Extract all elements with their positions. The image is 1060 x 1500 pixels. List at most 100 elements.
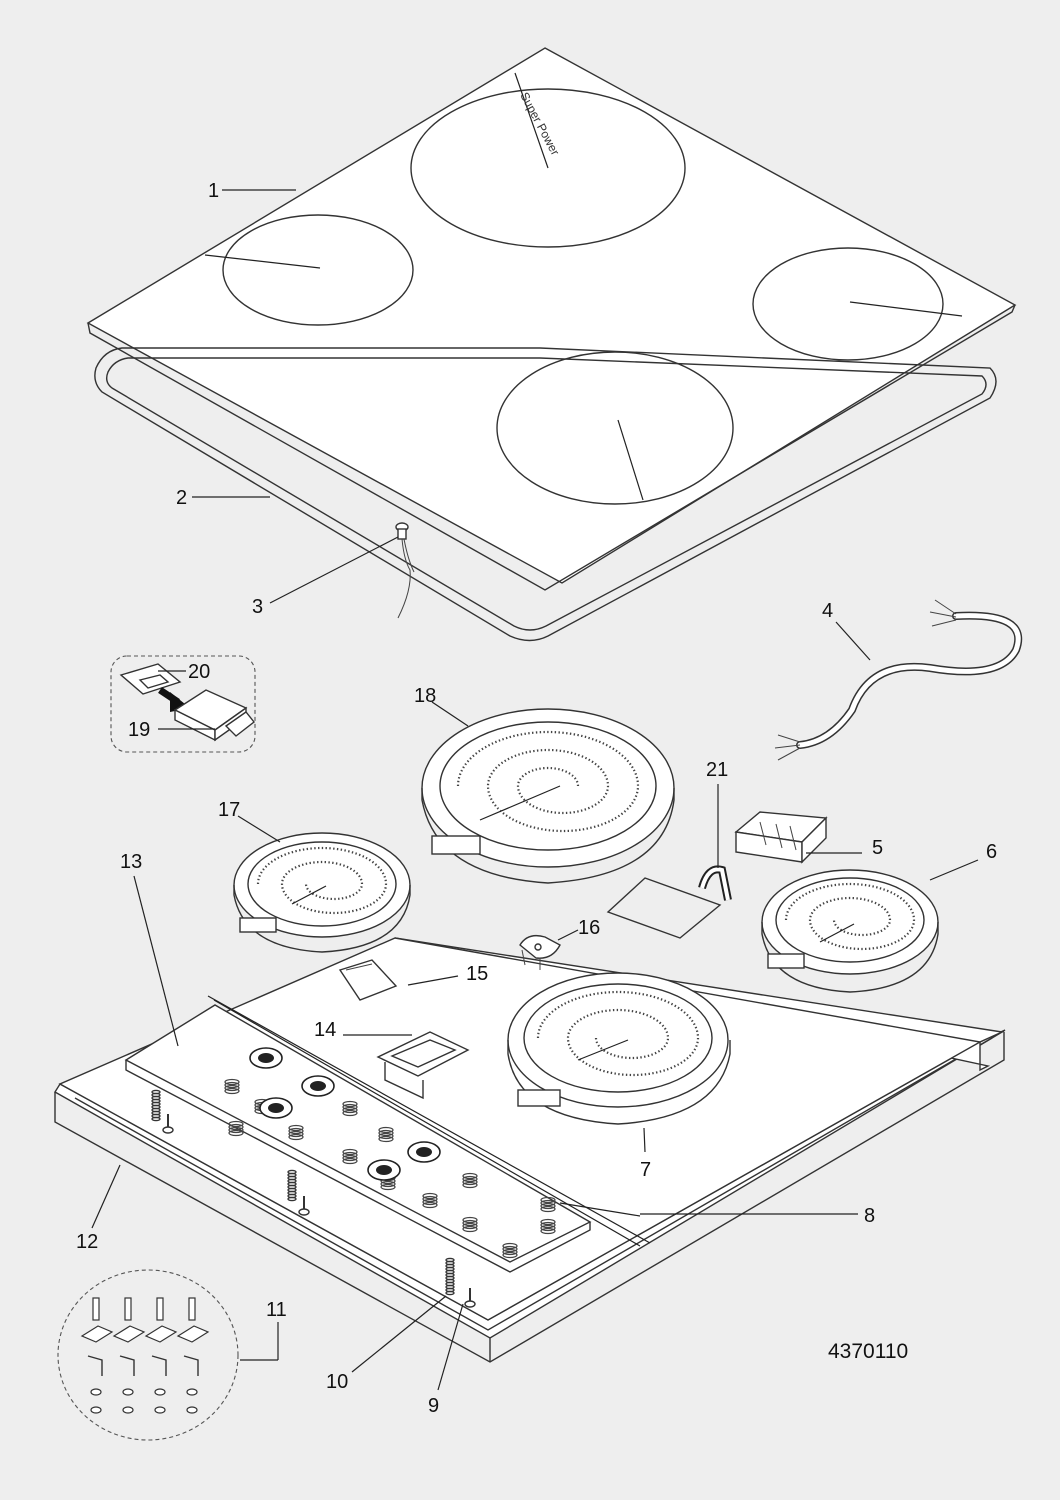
board-coil [422,1195,438,1203]
board-coil [342,1154,358,1162]
spring-part [287,1169,297,1202]
spring-part [445,1257,455,1296]
connector-clip-part [519,934,561,970]
board-coil [462,1181,478,1189]
inset-pin [124,1297,132,1321]
board-coil [378,1129,394,1137]
board-coil [378,1132,394,1140]
board-coil [224,1078,240,1086]
screw-part [298,1196,310,1216]
inset-pin [92,1297,100,1321]
detail-inset-19-20 [110,655,256,753]
inset-bracket [80,1325,114,1343]
shield-clip-part [338,959,398,1001]
board-coil [422,1201,438,1209]
indicator-lamp-part [395,522,415,619]
board-coil [540,1199,556,1207]
callout-11: 11 [266,1299,287,1321]
board-coil [288,1127,304,1135]
board-coil [378,1135,394,1143]
board-coil [228,1126,244,1134]
callout-5: 5 [872,837,883,859]
callout-18: 18 [414,685,436,707]
relay-core [268,1103,284,1113]
board-coil [540,1224,556,1232]
board-bracket-part [376,1031,470,1100]
board-coil [462,1225,478,1233]
callout-13: 13 [120,851,142,873]
inset-clip [87,1355,103,1376]
board-coil [224,1084,240,1092]
board-coil [288,1130,304,1138]
inset-pin [156,1297,164,1321]
callout-17: 17 [218,799,240,821]
relay-core [310,1081,326,1091]
inset-screw [90,1406,102,1414]
relay-core [376,1165,392,1175]
inset-screw [186,1406,198,1414]
terminal-block-part [734,811,828,864]
callout-6: 6 [986,841,997,863]
board-coil [288,1124,304,1132]
relay-core [416,1147,432,1157]
callout-19: 19 [128,719,150,741]
board-coil [540,1202,556,1210]
callout-4: 4 [822,600,833,622]
board-coil [540,1218,556,1226]
heating-element-6 [761,869,939,993]
inset-screw [122,1388,134,1396]
callout-21: 21 [706,759,728,781]
callout-2: 2 [176,487,187,509]
board-coil [502,1242,518,1250]
gasket-frame-part [94,347,997,642]
board-coil [540,1205,556,1213]
board-coil [380,1183,396,1191]
board-coil [228,1120,244,1128]
callout-10: 10 [326,1371,348,1393]
callout-12: 12 [76,1231,98,1253]
tray-hardware [151,1089,476,1308]
tray-floor [58,877,983,1321]
board-coil [540,1227,556,1235]
heating-element-7 [507,972,731,1125]
board-coil [462,1216,478,1224]
callout-16: 16 [578,917,600,939]
callout-15: 15 [466,963,488,985]
board-coil [342,1148,358,1156]
control-board-part [124,995,651,1273]
inset-pin [188,1297,196,1321]
board-coil [462,1175,478,1183]
inset-bracket [176,1325,210,1343]
callout-14: 14 [314,1019,336,1041]
callout-7: 7 [640,1159,651,1181]
inset-screw [154,1388,166,1396]
board-coil [228,1123,244,1131]
spring-part [151,1089,161,1122]
callout-8: 8 [864,1205,875,1227]
board-coil [378,1126,394,1134]
board-coil [462,1172,478,1180]
board-coil [224,1087,240,1095]
board-coil [342,1151,358,1159]
board-coil [540,1221,556,1229]
power-cable-part [774,599,1023,761]
board-coil [462,1222,478,1230]
board-coil [540,1196,556,1204]
inset-screw [154,1406,166,1414]
board-coil [502,1248,518,1256]
board-coil [502,1251,518,1259]
inset-screw [122,1406,134,1414]
callout-1: 1 [208,180,219,202]
board-coil [342,1106,358,1114]
board-coil [380,1180,396,1188]
board-coil [502,1245,518,1253]
board-coil [422,1198,438,1206]
board-coil [342,1109,358,1117]
inset-bracket [144,1325,178,1343]
glass-cooktop-part: Super Power [86,47,1017,591]
inset-screw [90,1388,102,1396]
board-coil [224,1081,240,1089]
leader-lines [91,189,979,1391]
inset-screw [186,1388,198,1396]
